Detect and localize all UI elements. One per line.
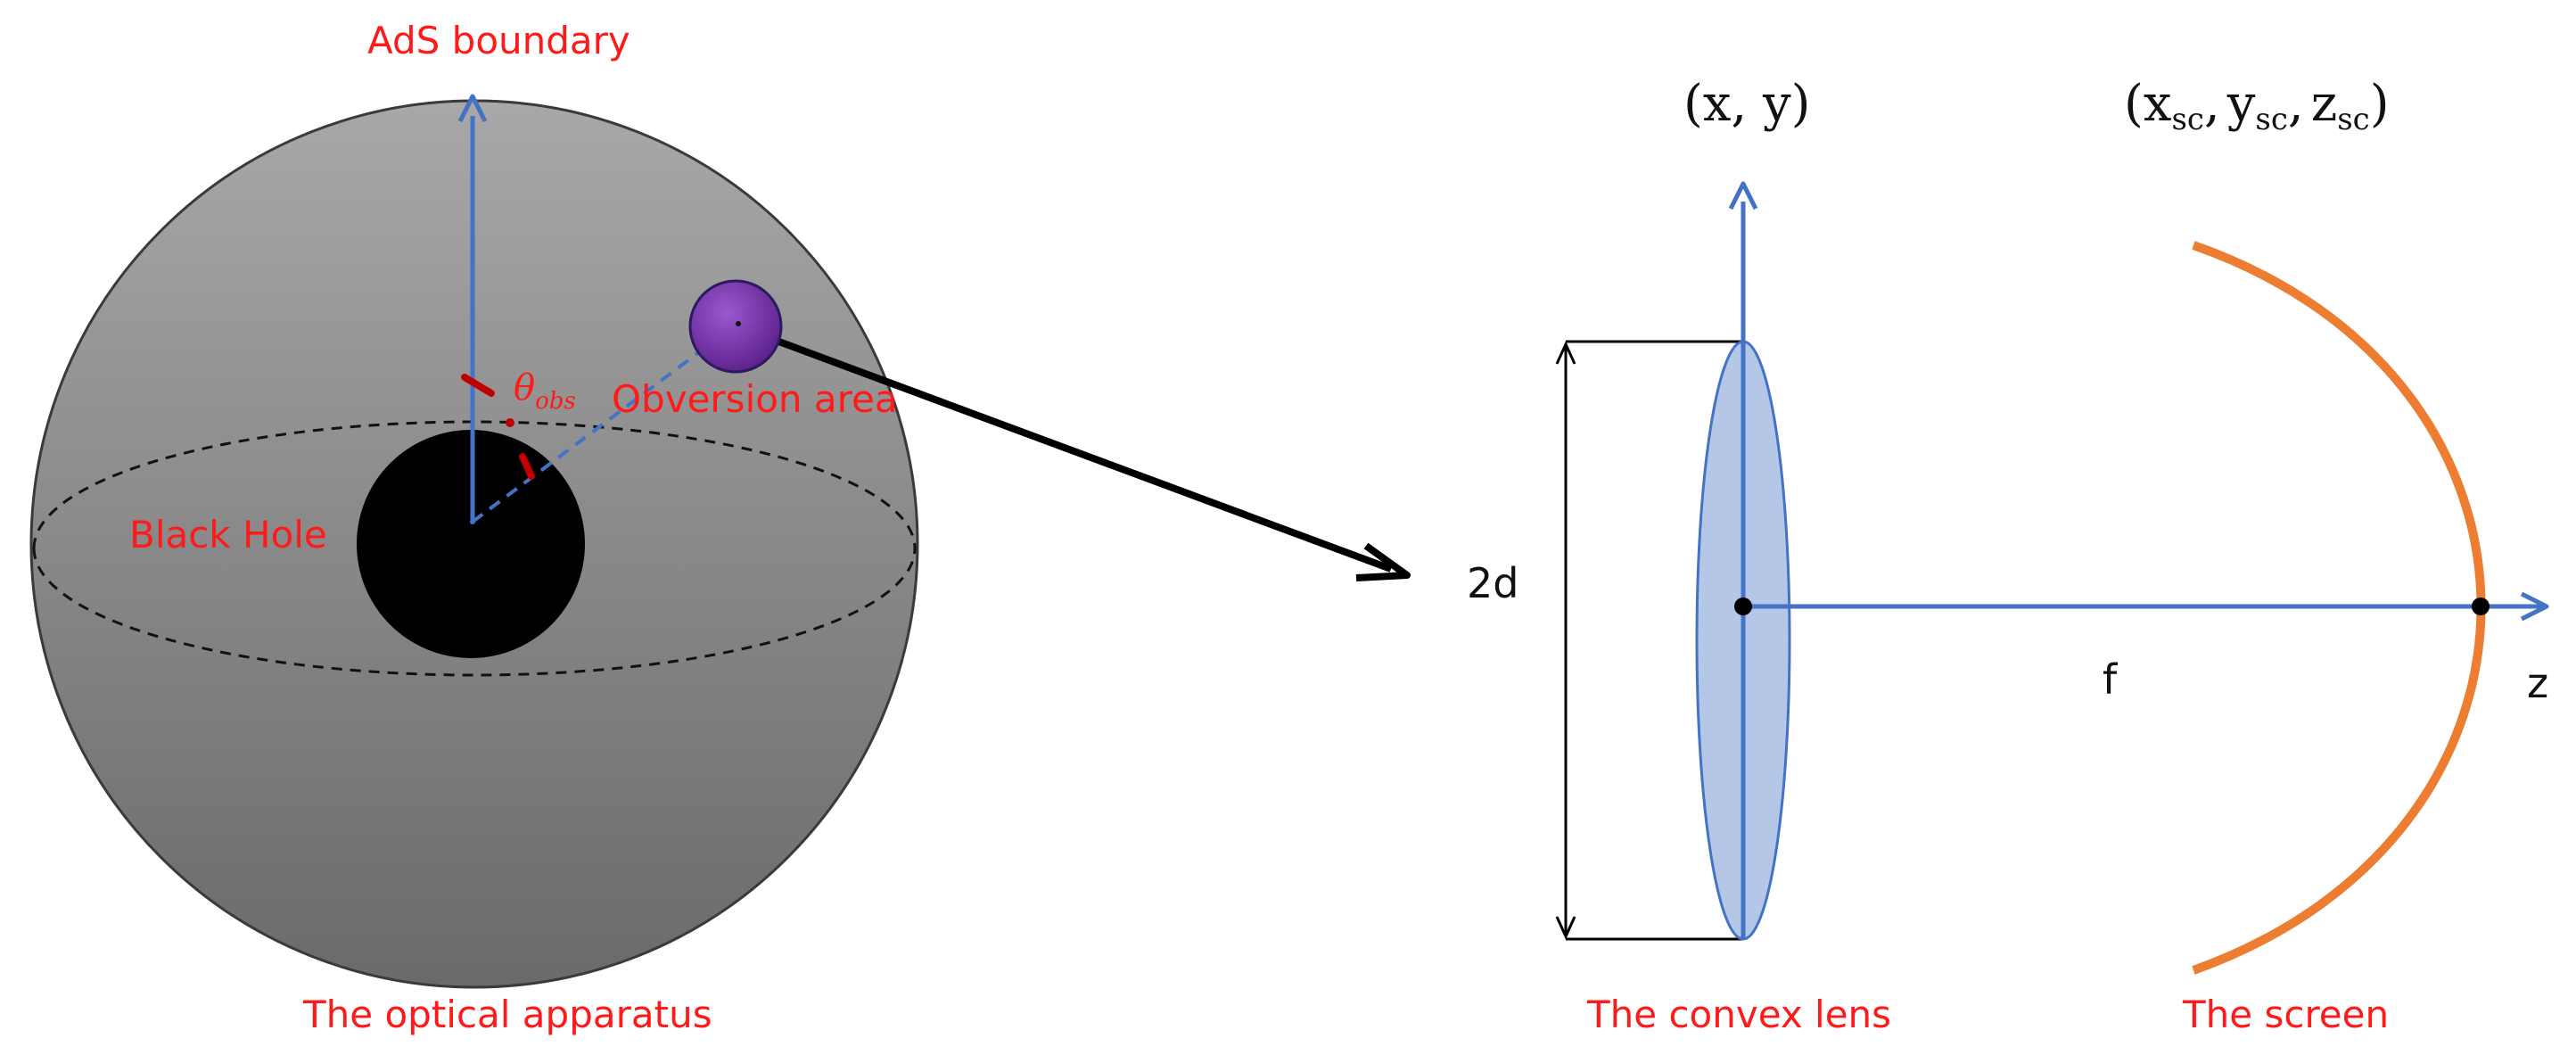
projection-arrowhead [1355,542,1411,581]
theta-obs-label: θobs [514,367,576,415]
screen-x: x [2144,75,2172,133]
screen-close-paren: ) [2370,75,2390,133]
black-hole [357,430,585,658]
convex-lens-caption: The convex lens [1586,993,1891,1036]
screen-coordinates-label: (xsc,ysc,zsc) [2124,75,2390,137]
screen-y: y [2226,75,2256,133]
lens-coordinates-label: (x, y) [1683,75,1811,133]
screen-z-sub: sc [2337,102,2370,137]
angle-mark-lower [519,453,535,480]
lens-center-dot [1734,598,1752,615]
screen-y-sub: sc [2255,102,2288,137]
angle-mark-upper [461,374,495,397]
z-axis-arrowhead [2520,591,2549,622]
screen-z: z [2311,75,2338,133]
screen-open-paren: ( [2124,75,2144,133]
focal-length-label: f [2103,655,2119,704]
projection-arrow-line [765,334,1393,573]
equator-back-dashed [32,420,917,549]
lens-screen-panel: 2d f z (x, y) (xsc,ysc,zsc) The convex l… [1467,75,2549,1036]
screen-center-dot [2472,598,2490,615]
angle-dot [506,418,514,427]
theta-symbol: θ [514,367,535,408]
optical-apparatus-panel: AdS boundary Black Hole Obversion area θ… [29,19,1411,1036]
lens-y-axis-arrowhead [1728,181,1758,210]
screen-x-sub: sc [2171,102,2204,137]
optical-apparatus-caption: The optical apparatus [302,993,712,1036]
equator-front-dashed [32,548,917,677]
black-hole-label: Black Hole [129,513,327,556]
origin-dot [470,519,475,524]
diameter-arrow-top [1555,341,1576,365]
observer-center-dot [736,321,741,326]
theta-subscript: obs [535,388,576,415]
screen-caption: The screen [2182,993,2389,1036]
z-axis-label: z [2527,659,2548,707]
diameter-label: 2d [1467,559,1518,607]
observation-area-label: Obversion area [612,377,898,421]
observer-sphere [688,279,783,374]
observer-line-dashed [471,326,733,523]
screen-comma-2: , [2288,75,2304,133]
ads-boundary-label: AdS boundary [367,19,630,62]
vertical-axis-arrowhead [457,94,488,123]
screen-comma-1: , [2204,75,2220,133]
diameter-arrow-bottom [1555,916,1576,940]
